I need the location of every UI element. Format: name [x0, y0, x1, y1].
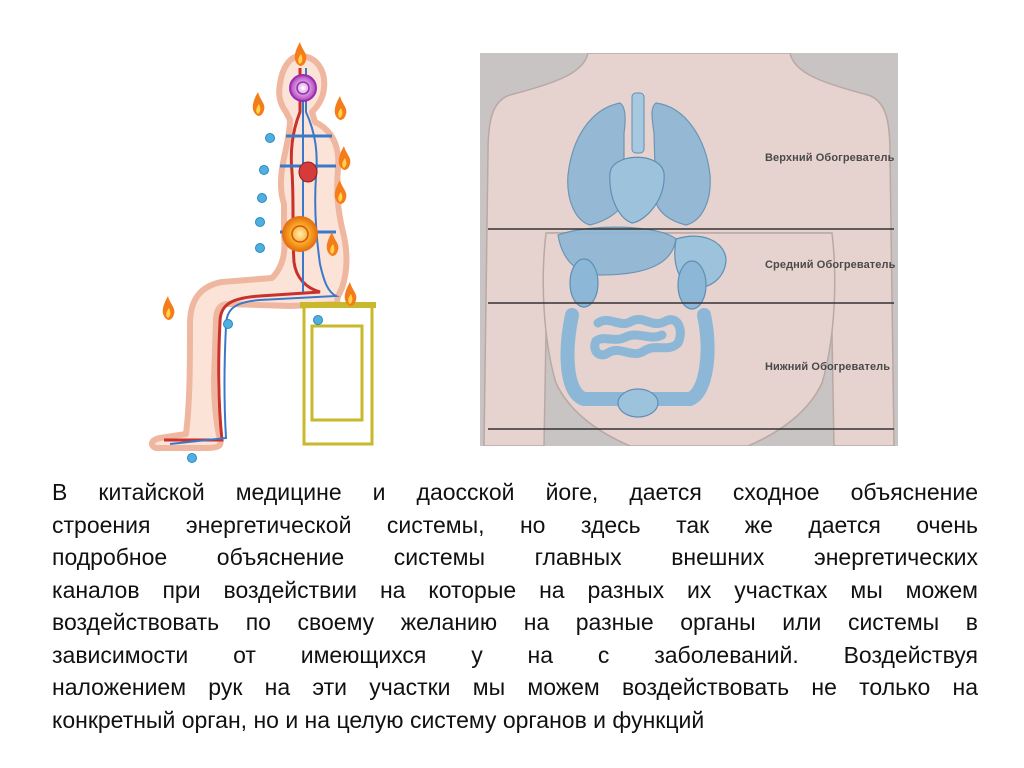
zone-label-upper: Верхний Обогреватель [765, 152, 895, 164]
water-dots [187, 133, 323, 463]
belly-spiral [291, 225, 309, 243]
body-paragraph: В китайской медицине и даосской йоге, да… [52, 476, 978, 736]
right-kidney [677, 260, 707, 310]
heart-center [298, 161, 318, 183]
crown-spiral [296, 81, 310, 95]
meditating-figure-diagram [148, 42, 376, 463]
flames [162, 42, 357, 320]
body-line: зависимости от имеющихся у на с заболева… [52, 641, 978, 668]
left-lung [567, 102, 626, 226]
torso-anatomy-panel: Верхний Обогреватель Средний Обогревател… [480, 53, 898, 446]
trachea [631, 92, 645, 154]
crown-center [289, 74, 317, 102]
left-kidney [569, 258, 599, 308]
body-line: наложением рук на эти участки мы можем в… [52, 674, 978, 700]
body-line: В китайской медицине и даосской йоге, да… [52, 479, 978, 505]
red-channel [164, 68, 321, 442]
zone-label-lower: Нижний Обогреватель [765, 361, 891, 373]
body-line: каналов при воздействии на которые на ра… [52, 576, 978, 603]
body-line: конкретный орган, но и на целую систему … [52, 706, 705, 733]
body-silhouette [148, 53, 350, 451]
bladder [617, 388, 659, 418]
stool-inner [310, 324, 364, 422]
body-line: воздействовать по своему желанию на разн… [52, 609, 978, 635]
right-lung [651, 102, 711, 226]
stool-seat [300, 302, 376, 308]
body-line: строения энергетической системы, но здес… [52, 511, 978, 538]
belly-center [282, 216, 318, 252]
torso-illustration [483, 53, 895, 446]
body-line: подробное объяснение системы главных вне… [52, 544, 978, 570]
heart [609, 156, 665, 224]
zone-label-middle: Средний Обогреватель [765, 259, 896, 271]
small-intestine [590, 315, 685, 360]
